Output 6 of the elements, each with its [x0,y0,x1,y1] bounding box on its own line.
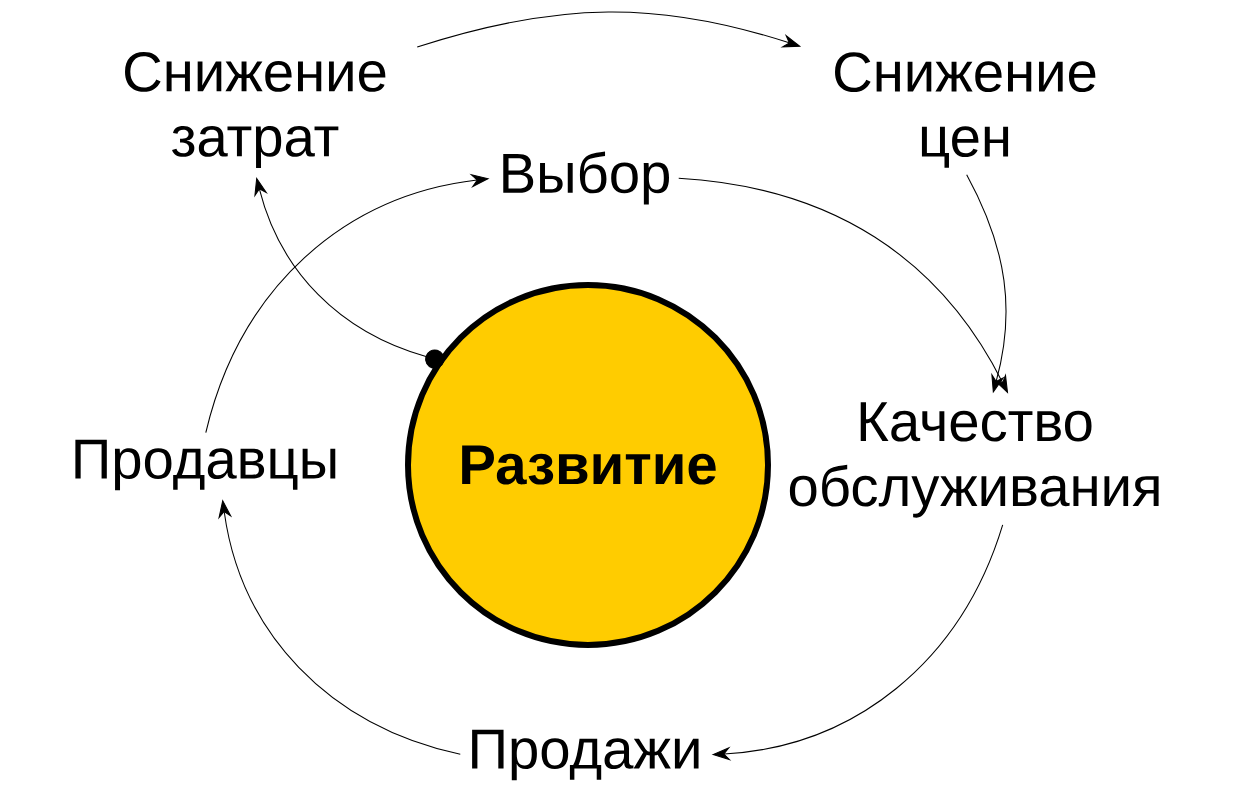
flywheel-label: Продажи [472,729,699,781]
flywheel-label: Продавцы [75,439,336,491]
flywheel-label: Снижение цен [835,52,1096,168]
flywheel-label: Выбор [503,151,669,205]
flywheel-label: Снижение затрат [125,52,386,168]
flywheel-label: Качество обслуживания [789,402,1159,518]
